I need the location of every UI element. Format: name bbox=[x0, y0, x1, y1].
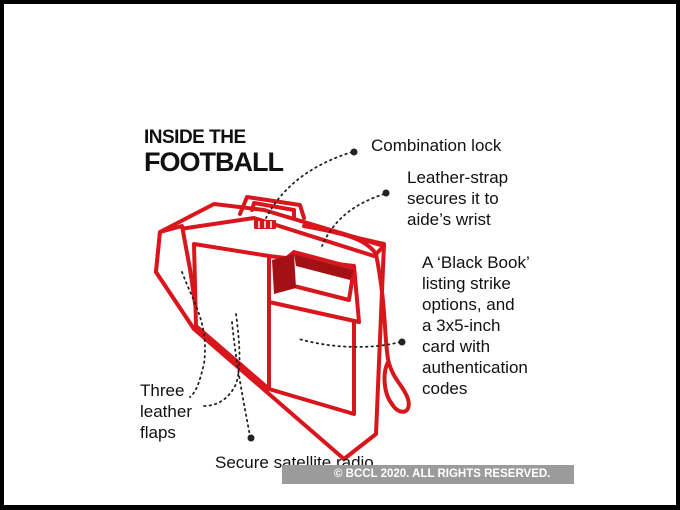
label-three-flaps: Three leather flaps bbox=[140, 381, 192, 442]
black-book-dark-top bbox=[294, 254, 354, 280]
label-leather-strap: Leather-strap secures it to aide’s wrist bbox=[407, 168, 509, 229]
black-book-dark bbox=[272, 254, 296, 294]
briefcase-top bbox=[158, 202, 386, 258]
leather-flap-1 bbox=[192, 242, 271, 391]
dot-satellite-radio bbox=[247, 434, 255, 442]
label-combination-lock: Combination lock bbox=[371, 136, 502, 155]
dot-black-book bbox=[398, 338, 406, 346]
dot-combination-lock bbox=[350, 148, 358, 156]
title-line-1: INSIDE THE bbox=[144, 127, 246, 148]
leader-satellite-radio bbox=[231, 321, 251, 437]
title-line-2: FOOTBALL bbox=[144, 147, 284, 177]
wrist-strap bbox=[302, 224, 411, 414]
copyright-watermark: © BCCL 2020. ALL RIGHTS RESERVED. bbox=[282, 465, 574, 484]
page-title: INSIDE THE FOOTBALL bbox=[144, 127, 284, 177]
leader-combination-lock bbox=[265, 151, 353, 219]
nuclear-football-diagram bbox=[154, 148, 411, 461]
handle-grip bbox=[250, 201, 296, 219]
dot-leather-strap bbox=[382, 189, 390, 197]
briefcase-handle bbox=[238, 195, 306, 220]
label-black-book: A ‘Black Book’ listing strike options, a… bbox=[422, 253, 530, 398]
